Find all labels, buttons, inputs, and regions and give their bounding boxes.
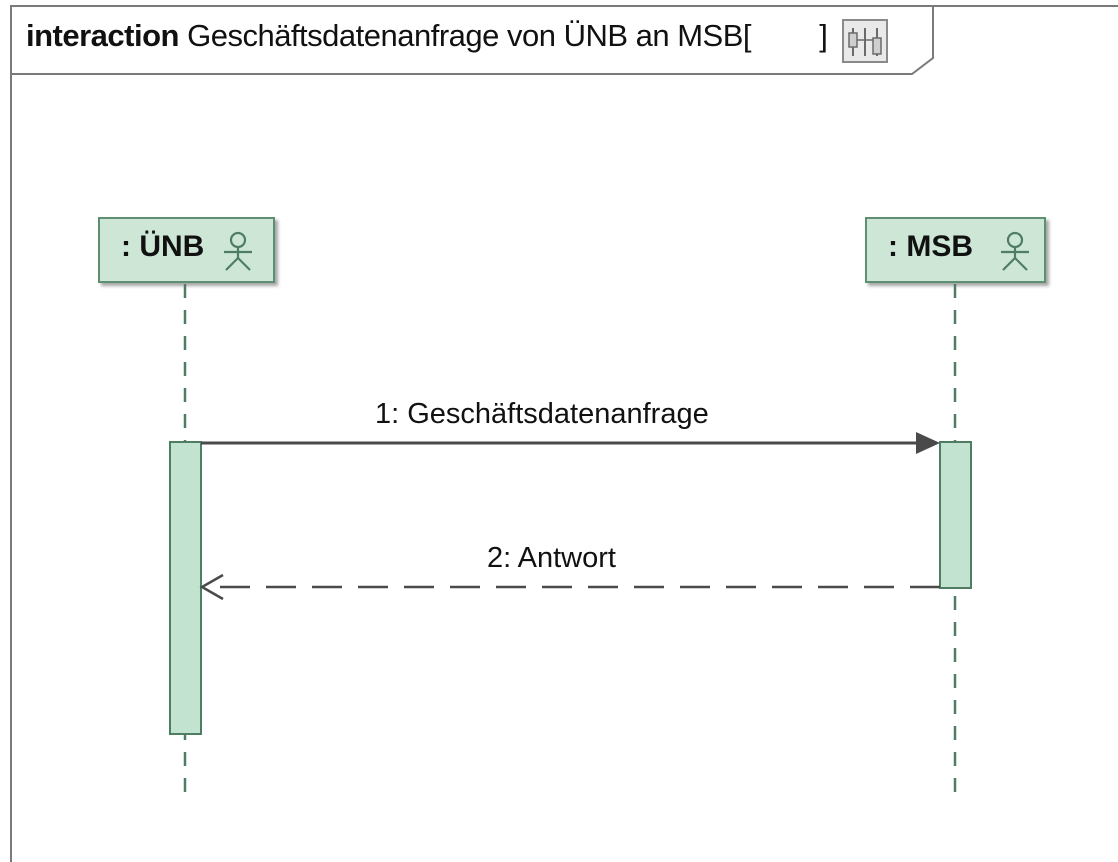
activation-bar-msb <box>939 441 972 589</box>
activation-bar-unb <box>169 441 202 735</box>
actor-icon <box>224 231 252 271</box>
message-2-arrow[interactable] <box>199 573 940 601</box>
lifeline-msb-head <box>865 217 1046 283</box>
frame-keyword: interaction <box>26 18 179 53</box>
lifeline-msb[interactable] <box>865 217 1046 800</box>
sequence-diagram-icon <box>842 19 888 63</box>
lifeline-unb-head <box>98 217 275 283</box>
message-1-arrow[interactable] <box>201 432 940 454</box>
frame-bracket-open: [ <box>742 18 752 53</box>
lifeline-unb-label: : ÜNB <box>121 230 205 263</box>
lifeline-msb-label: : MSB <box>888 230 973 263</box>
frame-bracket-close: ] <box>819 18 828 53</box>
frame-title: interaction Geschäftsdatenanfrage von ÜN… <box>26 18 828 54</box>
actor-icon <box>1001 231 1029 271</box>
open-arrowhead-icon <box>199 573 224 601</box>
frame-heading-tab <box>10 5 934 75</box>
message-1-label: 1: Geschäftsdatenanfrage <box>375 398 709 430</box>
message-2-label: 2: Antwort <box>487 542 616 574</box>
filled-arrowhead-icon <box>916 432 940 454</box>
lifeline-unb[interactable] <box>98 217 275 800</box>
frame-name: Geschäftsdatenanfrage von ÜNB an MSB <box>187 18 743 53</box>
